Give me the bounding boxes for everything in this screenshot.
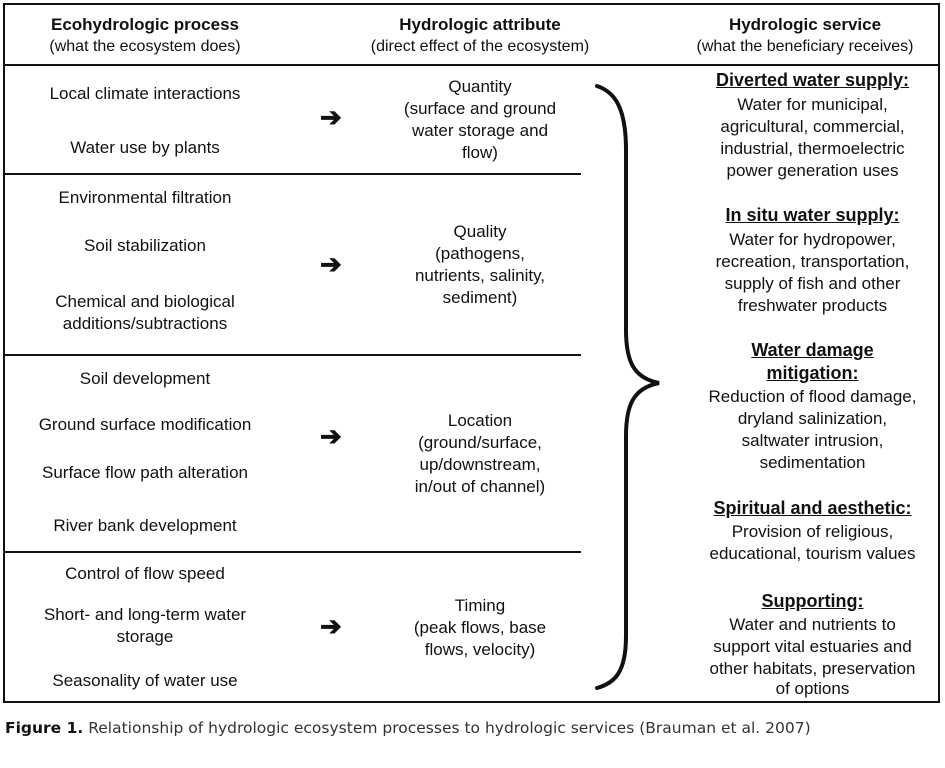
figure-caption-label: Figure 1. [5,719,84,737]
service-text: agricultural, commercial, [720,117,905,136]
service-header-title: Hydrologic service [728,15,882,34]
attribute-label: (surface and ground [403,99,557,118]
process-label: Control of flow speed [65,564,225,583]
process-label: storage [116,627,174,646]
service-text: Water for municipal, [737,95,888,114]
service-heading: Water damage [751,340,874,360]
process-label: Local climate interactions [49,84,241,103]
service-text: Water for hydropower, [729,230,896,249]
process-label: Water use by plants [70,138,220,157]
right-arrow-icon: ➔ [320,611,342,641]
row-divider-3 [3,551,581,553]
right-arrow-icon: ➔ [320,102,342,132]
attribute-label: (ground/surface, [418,433,542,452]
attribute-label: water storage and [411,121,549,140]
attribute-label: (pathogens, [435,244,525,263]
attribute-label: nutrients, salinity, [414,266,546,285]
process-header-subtitle: (what the ecosystem does) [49,38,241,55]
process-label: Chemical and biological [55,292,235,311]
row-divider-1 [3,173,581,175]
attribute-header-title: Hydrologic attribute [399,15,561,34]
service-text: Reduction of flood damage, [708,387,917,406]
service-text: other habitats, preservation [709,659,916,678]
header-divider [3,64,940,66]
service-text: Provision of religious, [731,522,894,541]
right-arrow-icon: ➔ [320,421,342,451]
service-text: sedimentation [759,453,866,472]
attribute-label: flows, velocity) [424,640,536,659]
attribute-label: up/downstream, [419,455,541,474]
service-header-subtitle: (what the beneficiary receives) [696,38,914,55]
figure-caption: Figure 1. Relationship of hydrologic eco… [5,719,811,737]
process-label: Environmental filtration [58,188,232,207]
diagram-frame [3,3,940,703]
service-heading: mitigation: [766,363,859,383]
service-text: support vital estuaries and [713,637,912,656]
process-header-title: Ecohydrologic process [51,15,239,34]
attribute-header-subtitle: (direct effect of the ecosystem) [370,38,590,55]
process-label: River bank development [53,516,237,535]
process-label: additions/subtractions [62,314,228,333]
service-text: supply of fish and other [724,274,901,293]
service-text: power generation uses [726,161,899,180]
service-heading: Supporting: [761,591,864,611]
service-text: dryland salinization, [737,409,888,428]
service-text: industrial, thermoelectric [720,139,905,158]
service-heading: In situ water supply: [725,205,900,225]
attribute-label: Timing [454,596,506,615]
service-heading: Diverted water supply: [715,70,910,90]
service-text: recreation, transportation, [715,252,910,271]
attribute-label: Quality [453,222,507,241]
process-label: Ground surface modification [38,415,252,434]
attribute-label: sediment) [442,288,518,307]
row-divider-2 [3,354,581,356]
process-label: Soil stabilization [84,236,206,255]
service-text: Water and nutrients to [729,615,896,634]
process-label: Short- and long-term water [43,605,247,624]
attribute-label: flow) [462,143,498,162]
service-text: freshwater products [737,296,888,315]
process-label: Surface flow path alteration [41,463,248,482]
service-heading: Spiritual and aesthetic: [713,498,912,518]
service-text: of options [775,679,850,698]
process-label: Soil development [79,369,211,388]
figure-caption-text: Relationship of hydrologic ecosystem pro… [83,719,811,737]
attribute-label: Location [447,411,513,430]
right-arrow-icon: ➔ [320,249,342,279]
service-text: educational, tourism values [709,544,916,563]
service-text: saltwater intrusion, [741,431,884,450]
process-label: Seasonality of water use [52,671,238,690]
attribute-label: (peak flows, base [413,618,547,637]
attribute-label: in/out of channel) [414,477,546,496]
attribute-label: Quantity [448,77,512,96]
